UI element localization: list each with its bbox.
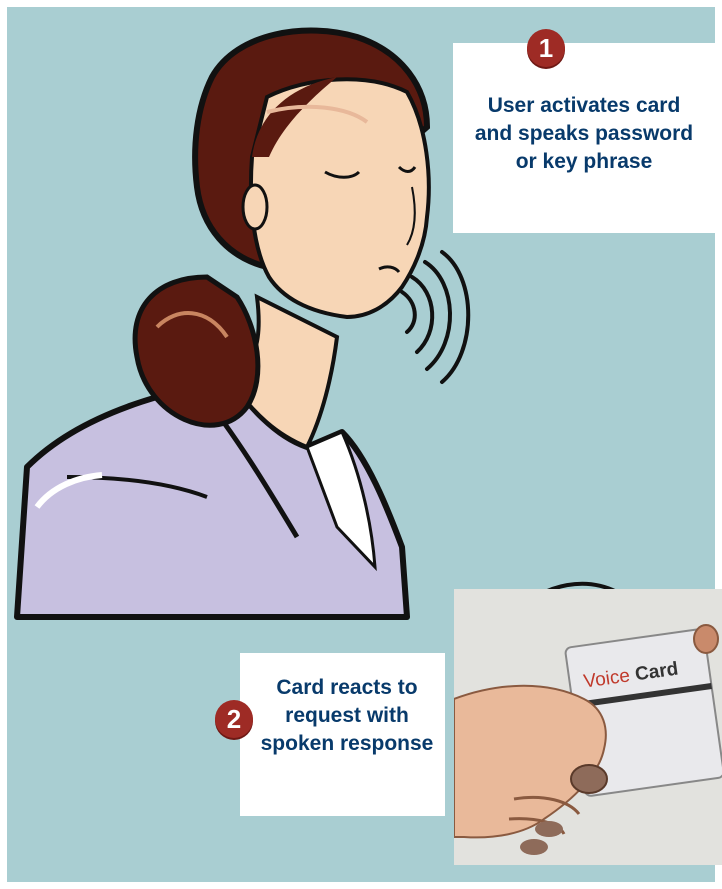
woman-speaking-illustration: [14, 27, 431, 620]
step-2-callout-box: [240, 653, 445, 816]
sound-wave-icon: [400, 250, 471, 384]
step-1-number-badge: 1: [527, 29, 565, 67]
step-1-callout-box: [453, 43, 715, 233]
step-2-number-badge: 2: [215, 700, 253, 738]
hand-holding-card-photo: Voice Card: [454, 589, 722, 865]
step-2-description: Card reacts to request with spoken respo…: [260, 676, 434, 755]
step-1-description: User activates card and speaks password …: [474, 94, 694, 173]
